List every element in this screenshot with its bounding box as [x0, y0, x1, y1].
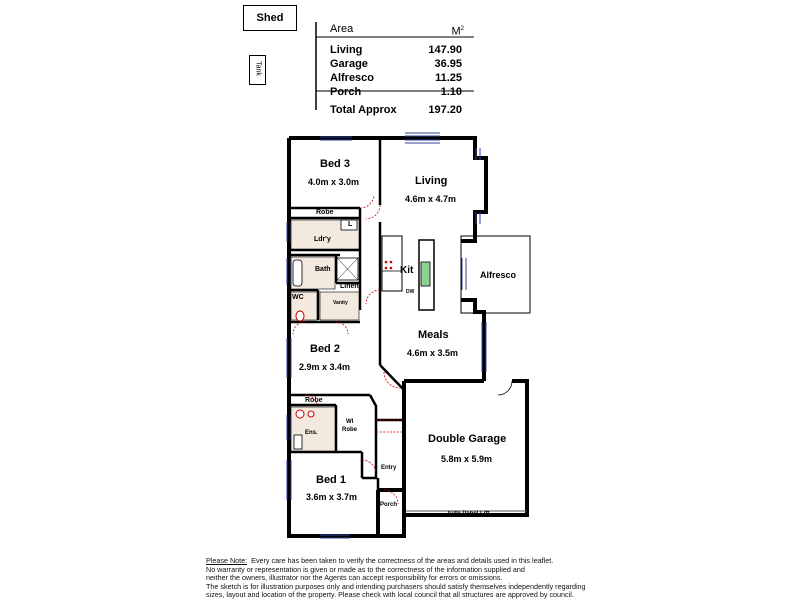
- area-total-name: Total Approx: [330, 103, 397, 116]
- laundry-tub-label: L: [348, 221, 353, 228]
- disclaimer-line: neither the owners, illustrator nor the …: [206, 573, 503, 583]
- area-row-name: Living: [330, 43, 363, 56]
- disclaimer-line: sizes, layout and location of the proper…: [206, 590, 574, 600]
- wi-robe-label-2: Robe: [342, 427, 357, 433]
- internal-walls: [289, 138, 405, 490]
- disclaimer-line: No warranty or representation is given o…: [206, 564, 525, 574]
- ensuite-label: Ens.: [305, 430, 318, 436]
- area-table-header: Area M2: [312, 22, 472, 39]
- disclaimer-line: The sketch is for illustration purposes …: [206, 581, 586, 591]
- entry-label: Entry: [381, 465, 397, 471]
- area-row: Alfresco 11.25: [312, 71, 472, 85]
- disclaimer-title: Please Note:: [206, 556, 248, 565]
- kitchen-bench: [381, 235, 435, 311]
- kitchen-label: Kit: [400, 265, 414, 276]
- area-header-label: Area: [330, 23, 354, 35]
- porch-label: Porch: [380, 502, 398, 508]
- area-table: Area M2 Living 147.90 Garage 36.95 Alfre…: [312, 22, 472, 117]
- door-swings: [292, 195, 404, 505]
- area-row: Porch 1.10: [312, 85, 472, 99]
- auto-panel-lift-label: Auto Panel Lift: [447, 511, 490, 517]
- bed3-label: Bed 3: [320, 158, 350, 170]
- robe-label: Robe: [316, 209, 334, 216]
- garage-walls: [402, 379, 529, 517]
- shed-box: Shed: [243, 5, 297, 31]
- meals-label: Meals: [418, 329, 449, 341]
- area-row-name: Alfresco: [330, 71, 375, 84]
- living-label: Living: [415, 175, 448, 187]
- garage-label: Double Garage: [428, 433, 507, 445]
- disclaimer-line: Please Note: Every care has been taken t…: [206, 556, 796, 566]
- tank-box: Tank: [249, 55, 266, 85]
- shed-label: Shed: [256, 12, 284, 24]
- area-row-value: 147.90: [428, 43, 462, 56]
- linen-label: Linen: [340, 283, 359, 290]
- tiled-areas: [290, 219, 360, 452]
- laundry-label: Ldr'y: [314, 236, 331, 243]
- ensuite-robe-label: Robe: [305, 397, 323, 404]
- area-row: Garage 36.95: [312, 57, 472, 71]
- disclaimer-text: Every care has been taken to verify the …: [251, 556, 554, 565]
- vanity-label: Vanity: [333, 300, 348, 306]
- dishwasher-label: DW: [406, 289, 415, 295]
- bed1-dimensions: 3.6m x 3.7m: [306, 492, 358, 502]
- area-total-value: 197.20: [428, 103, 462, 116]
- bed2-dimensions: 2.9m x 3.4m: [299, 362, 351, 372]
- area-row-name: Porch: [330, 85, 362, 98]
- area-row-value: 1.10: [440, 85, 462, 98]
- area-row-name: Garage: [330, 57, 368, 70]
- bed1-label: Bed 1: [316, 474, 346, 486]
- bed3-dimensions: 4.0m x 3.0m: [308, 177, 360, 187]
- area-row: Living 147.90: [312, 43, 472, 57]
- area-total-row: Total Approx 197.20: [312, 103, 472, 117]
- windows: [286, 132, 487, 539]
- area-row-value: 11.25: [435, 71, 462, 84]
- garage-dimensions: 5.8m x 5.9m: [441, 454, 493, 464]
- wc-label: WC: [292, 294, 304, 301]
- bath-label: Bath: [315, 266, 331, 273]
- living-dimensions: 4.6m x 4.7m: [405, 194, 457, 204]
- wi-robe-label-1: WI: [346, 419, 354, 425]
- bed2-label: Bed 2: [310, 343, 340, 355]
- alfresco-label: Alfresco: [480, 270, 517, 280]
- house-walls: [287, 136, 488, 538]
- disclaimer-note: Please Note: Every care has been taken t…: [206, 556, 796, 600]
- area-row-value: 36.95: [434, 57, 462, 70]
- meals-dimensions: 4.6m x 3.5m: [407, 348, 459, 358]
- area-header-unit: M2: [451, 25, 464, 38]
